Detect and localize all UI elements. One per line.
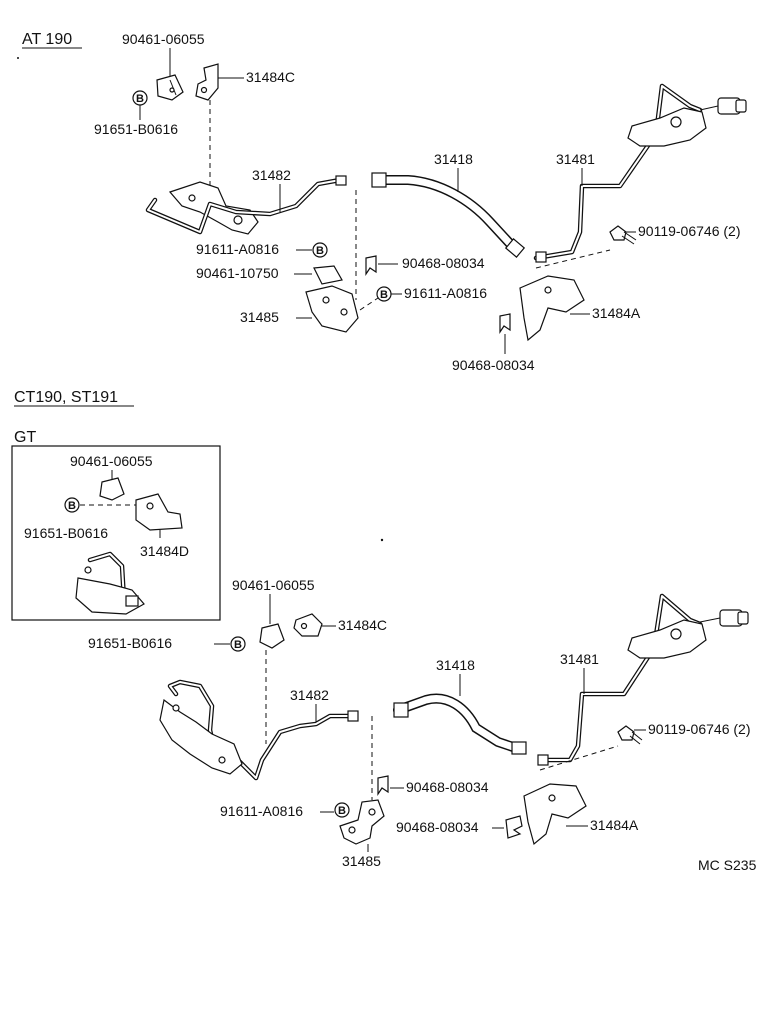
wheel-cylinder-assembly: [627, 97, 747, 147]
label-31484a: 31484A: [592, 305, 641, 321]
hose-fitting: [511, 741, 527, 755]
assembly-dashed-line: [535, 249, 611, 269]
label-ct-90119-06746: 90119-06746 (2): [648, 721, 750, 737]
hose-fitting: [504, 238, 526, 258]
pipe-nut: [537, 754, 549, 766]
bracket-31484d: [135, 493, 183, 531]
bolt-symbol: B: [312, 242, 328, 258]
wheel-cylinder-assembly: [627, 609, 749, 659]
label-ct-31481: 31481: [560, 651, 599, 667]
label-91651-b0616: 91651-B0616: [94, 121, 178, 137]
retainer-clip: [505, 815, 523, 839]
section-title-ct190-st191: CT190, ST191: [14, 389, 118, 406]
svg-text:B: B: [316, 245, 324, 257]
bracket-31485: [305, 285, 359, 333]
pipe-nut: [125, 595, 139, 607]
bolt-part: [609, 225, 637, 245]
svg-text:B: B: [338, 805, 346, 817]
bracket-part: [195, 63, 219, 101]
bolt-symbol: B: [64, 497, 80, 513]
bolt-symbol: B: [334, 802, 350, 818]
label-ct-90468-08034: 90468-08034: [406, 779, 489, 795]
pipe-nut: [535, 251, 547, 263]
svg-text:B: B: [380, 289, 388, 301]
label-ct-31485: 31485: [342, 853, 381, 869]
label-ct-91611-a0816: 91611-A0816: [220, 803, 303, 819]
label-31484c: 31484C: [246, 69, 295, 85]
retainer-clip: [377, 775, 389, 796]
svg-text:B: B: [68, 500, 76, 512]
print-speck: [17, 57, 19, 59]
pipe-nut: [335, 175, 347, 186]
label-31481: 31481: [556, 151, 595, 167]
bracket-31484a: [519, 275, 585, 342]
label-91611-a0816-2: 91611-A0816: [404, 285, 487, 301]
label-31418: 31418: [434, 151, 473, 167]
svg-text:B: B: [234, 639, 242, 651]
label-90461-06055: 90461-06055: [122, 31, 205, 47]
assembly-dashed-line: [539, 745, 619, 771]
label-90119-06746: 90119-06746 (2): [638, 223, 740, 239]
clip-part: [259, 623, 285, 649]
diagram-code: MC S235: [698, 857, 757, 873]
section-ct190-st191: CT190, ST191 GT 90461-06055 B 91651-B061…: [11, 389, 757, 873]
bolt-part: [617, 725, 643, 745]
label-ct-31482: 31482: [290, 687, 329, 703]
label-90461-10750: 90461-10750: [196, 265, 279, 281]
label-ct-31418: 31418: [436, 657, 475, 673]
bracket-31484c: [293, 613, 323, 637]
axle-fitting-assembly: [159, 698, 243, 775]
bolt-symbol: B: [230, 636, 246, 652]
bolt-symbol: B: [132, 90, 148, 106]
assembly-dashed-line: [359, 297, 379, 311]
retainer-clip: [499, 313, 511, 334]
label-ct-31484a: 31484A: [590, 817, 639, 833]
retainer-clip: [365, 255, 377, 276]
print-speck: [380, 538, 384, 542]
axle-fitting-assembly: [168, 181, 259, 235]
bracket-31485: [339, 799, 385, 845]
gt-inset-box: 90461-06055 B 91651-B0616 31484D: [11, 445, 221, 621]
label-90468-08034-2: 90468-08034: [452, 357, 535, 373]
pipe-nut: [347, 710, 359, 722]
label-ct-90468-08034-2: 90468-08034: [396, 819, 479, 835]
label-gt-91651-b0616: 91651-B0616: [24, 525, 108, 541]
clip-part: [313, 265, 343, 285]
clip-part: [156, 74, 184, 101]
label-gt-90461-06055: 90461-06055: [70, 453, 153, 469]
clip-part: [99, 477, 125, 501]
label-ct-91651-b0616: 91651-B0616: [88, 635, 172, 651]
svg-text:B: B: [136, 93, 144, 105]
section-title-gt: GT: [14, 429, 36, 446]
section-at190: AT 190 90461-06055 31484C B 91651-B0616: [22, 31, 747, 373]
hose-fitting: [371, 172, 387, 188]
label-91611-a0816: 91611-A0816: [196, 241, 279, 257]
label-ct-31484c: 31484C: [338, 617, 387, 633]
hose-fitting: [393, 702, 409, 718]
bracket-31484a: [523, 783, 587, 846]
label-31485: 31485: [240, 309, 279, 325]
label-90468-08034: 90468-08034: [402, 255, 485, 271]
label-31482: 31482: [252, 167, 291, 183]
bolt-symbol: B: [376, 286, 392, 302]
label-31484d: 31484D: [140, 543, 189, 559]
section-title-at190: AT 190: [22, 31, 72, 48]
label-ct-90461-06055: 90461-06055: [232, 577, 315, 593]
